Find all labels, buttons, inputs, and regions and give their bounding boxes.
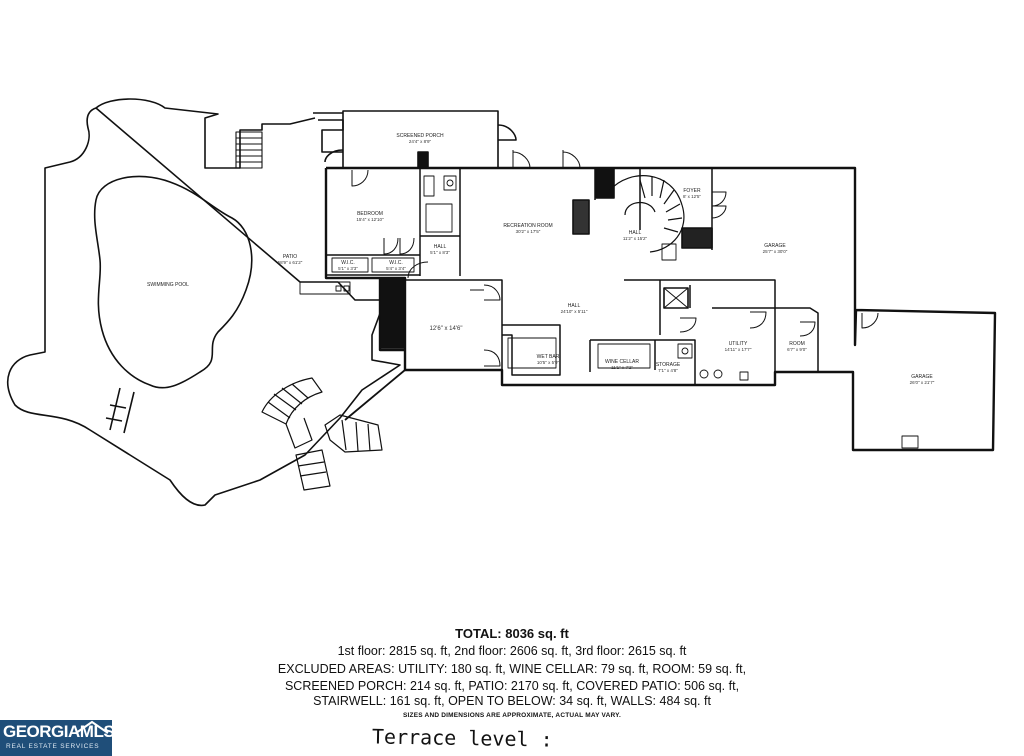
- svg-text:24'10" x 5'11": 24'10" x 5'11": [561, 309, 588, 314]
- excluded-areas: EXCLUDED AREAS: UTILITY: 180 sq. ft, WIN…: [277, 662, 747, 676]
- logo-text: GEORGIAMLS: [3, 722, 115, 741]
- label-room: ROOM: [789, 341, 805, 347]
- svg-text:14'11" x 17'7": 14'11" x 17'7": [725, 347, 752, 352]
- svg-text:8' x 12'5": 8' x 12'5": [683, 194, 701, 199]
- label-utility: UTILITY: [729, 341, 748, 347]
- label-garage-main: GARAGE: [764, 243, 786, 249]
- svg-text:11'2" x 15'2": 11'2" x 15'2": [623, 236, 648, 241]
- svg-text:26'0" x 21'7": 26'0" x 21'7": [910, 380, 935, 385]
- disclaimer: SIZES AND DIMENSIONS ARE APPROXIMATE, AC…: [403, 712, 621, 719]
- label-patio: PATIO: [283, 254, 297, 260]
- label-recreation-room: RECREATION ROOM: [503, 223, 552, 229]
- roof-icon: [75, 720, 109, 734]
- label-wic: W.I.C.: [341, 260, 355, 266]
- svg-text:5'1" x 3'3": 5'1" x 3'3": [338, 266, 358, 271]
- top-stair: [235, 131, 263, 169]
- label-wet-bar: WET BAR: [537, 354, 560, 360]
- excluded-areas-end: STAIRWELL: 161 sq. ft, OPEN TO BELOW: 34…: [313, 694, 711, 708]
- patio-outline: [6, 98, 401, 507]
- svg-text:25'7" x 30'0": 25'7" x 30'0": [763, 249, 788, 254]
- svg-text:10'5" x 5'9": 10'5" x 5'9": [537, 360, 560, 365]
- svg-text:7'1" x 4'8": 7'1" x 4'8": [658, 368, 678, 373]
- spiral-stair: [609, 175, 685, 253]
- label-hall-stair: HALL: [629, 230, 642, 236]
- label-hall-main: HALL: [568, 303, 581, 309]
- svg-text:58'9" x 61'2": 58'9" x 61'2": [278, 260, 303, 265]
- label-garage-detached: GARAGE: [911, 374, 933, 380]
- floor-areas: 1st floor: 2815 sq. ft, 2nd floor: 2606 …: [337, 644, 687, 658]
- georgia-mls-logo: GEORGIAMLS REAL ESTATE SERVICES: [0, 720, 115, 756]
- label-wine-cellar: WINE CELLAR: [605, 359, 639, 365]
- label-swimming-pool: SWIMMING POOL: [147, 282, 189, 288]
- label-foyer: FOYER: [683, 188, 701, 194]
- swimming-pool-outline: [93, 175, 253, 389]
- handwritten-note: Terrace level :: [371, 724, 553, 752]
- svg-text:15'4" x 12'10": 15'4" x 12'10": [356, 217, 384, 222]
- pool-steps: [105, 387, 135, 434]
- label-bedroom: BEDROOM: [357, 211, 383, 217]
- svg-text:5'4" x 3'4": 5'4" x 3'4": [386, 266, 406, 271]
- svg-text:11'1" x 7'2": 11'1" x 7'2": [611, 365, 633, 370]
- exterior-stairs: [261, 377, 383, 491]
- label-small-room: 12'6" x 14'6": [430, 326, 463, 332]
- floor-plan-diagram: SCREENED PORCH 24'4" x 8'9" BEDROOM 15'4…: [6, 98, 997, 507]
- logo-subtext: REAL ESTATE SERVICES: [6, 743, 100, 750]
- label-wic-2: W.I.C.: [389, 260, 403, 266]
- label-storage: STORAGE: [656, 362, 681, 368]
- label-hall-small: HALL: [434, 244, 447, 250]
- svg-text:5'1" x 8'3": 5'1" x 8'3": [430, 250, 450, 255]
- svg-text:30'2" x 17'5": 30'2" x 17'5": [516, 229, 541, 234]
- total-area: TOTAL: 8036 sq. ft: [455, 626, 569, 641]
- svg-text:6'7" x 9'0": 6'7" x 9'0": [787, 347, 807, 352]
- excluded-areas-cont: SCREENED PORCH: 214 sq. ft, PATIO: 2170 …: [284, 679, 740, 693]
- label-screened-porch: SCREENED PORCH: [396, 133, 444, 139]
- svg-text:24'4" x 8'9": 24'4" x 8'9": [409, 139, 432, 144]
